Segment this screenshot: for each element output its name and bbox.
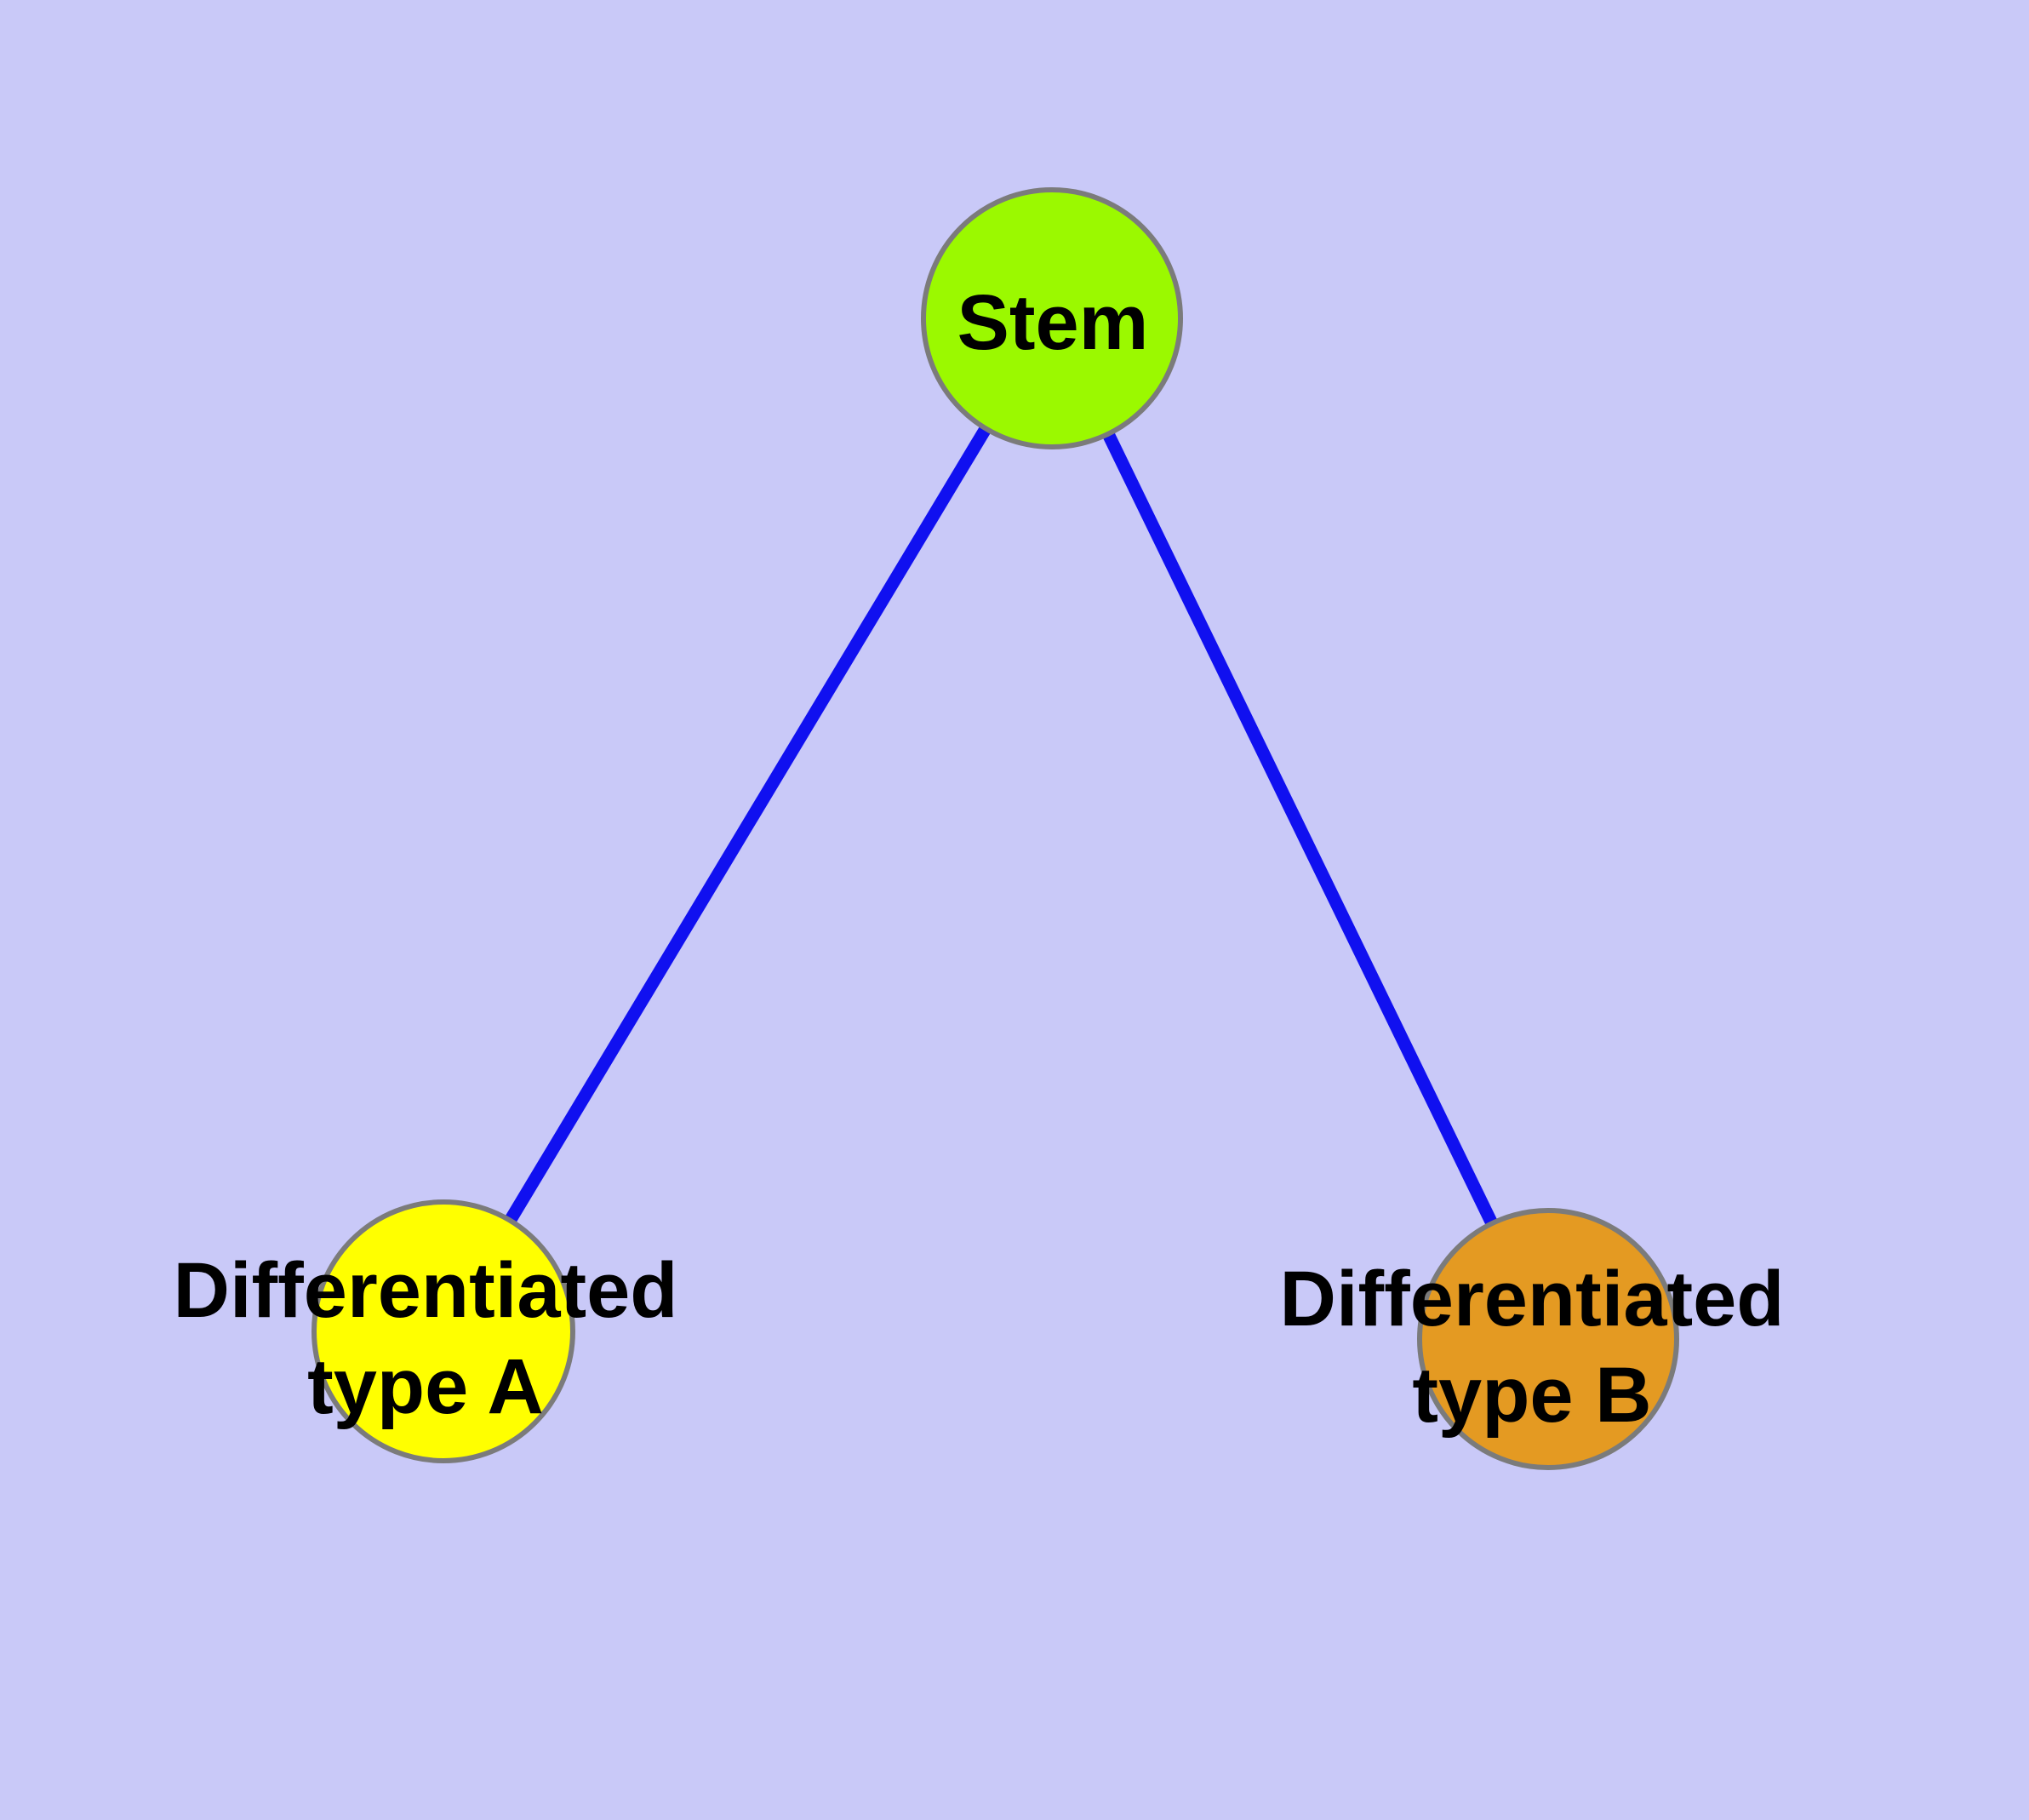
stem-node-label: Stem <box>957 279 1149 366</box>
edge-stem-to-type-b <box>1046 315 1554 1342</box>
stem-node <box>921 187 1183 449</box>
differentiated-type-b-label-line1: Differentiated <box>1280 1256 1785 1342</box>
differentiated-type-a-node <box>311 1199 575 1463</box>
edge-stem-to-type-a <box>437 315 1058 1335</box>
differentiated-type-a-label-line1: Differentiated <box>174 1247 678 1334</box>
differentiated-type-b-node <box>1417 1208 1679 1470</box>
differentiated-type-b-label-line2: type B <box>1412 1352 1651 1439</box>
differentiated-type-a-label-line2: type A <box>307 1343 544 1430</box>
